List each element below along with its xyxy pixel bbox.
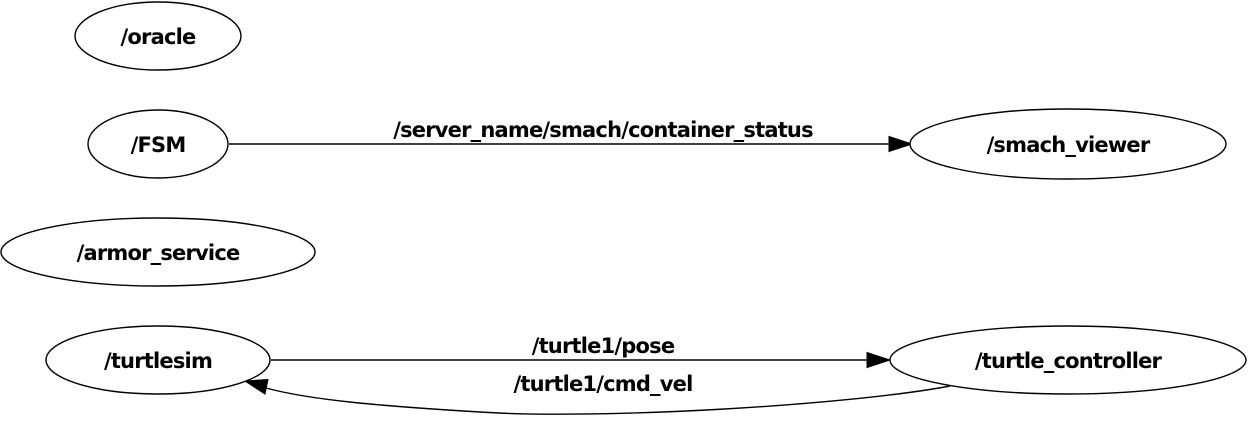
node-oracle-label: /oracle <box>121 25 196 49</box>
node-armor-service-ellipse <box>0 217 316 287</box>
node-fsm-label: /FSM <box>131 133 186 157</box>
edge-label-pose: /turtle1/pose <box>532 334 675 358</box>
node-armor-service[interactable]: /armor_service <box>0 217 316 287</box>
edge-label-container-status: /server_name/smach/container_status <box>393 118 813 142</box>
node-turtle-controller-ellipse <box>889 325 1247 395</box>
node-turtlesim-ellipse <box>45 325 271 395</box>
node-smach-viewer[interactable]: /smach_viewer <box>909 108 1227 180</box>
node-oracle[interactable]: /oracle <box>74 1 242 71</box>
node-turtle-controller-label: /turtle_controller <box>975 349 1163 373</box>
node-smach-viewer-ellipse <box>909 108 1227 180</box>
node-smach-viewer-label: /smach_viewer <box>987 133 1151 157</box>
edge-cmd-vel[interactable]: /turtle1/cmd_vel <box>243 372 951 415</box>
arrowhead-pose <box>866 351 892 369</box>
node-fsm-ellipse <box>87 109 229 179</box>
node-fsm[interactable]: /FSM <box>87 109 229 179</box>
arrowhead-container-status <box>888 135 914 153</box>
node-armor-service-label: /armor_service <box>77 241 240 265</box>
edge-label-cmd-vel: /turtle1/cmd_vel <box>514 372 693 396</box>
node-turtlesim[interactable]: /turtlesim <box>45 325 271 395</box>
node-oracle-ellipse <box>74 1 242 71</box>
arrowhead-cmd-vel <box>243 378 269 395</box>
node-turtle-controller[interactable]: /turtle_controller <box>889 325 1247 395</box>
edge-container-status[interactable]: /server_name/smach/container_status <box>229 118 914 153</box>
node-turtlesim-label: /turtlesim <box>104 349 212 373</box>
edge-pose[interactable]: /turtle1/pose <box>271 334 892 369</box>
edge-line-cmd-vel <box>265 385 951 415</box>
